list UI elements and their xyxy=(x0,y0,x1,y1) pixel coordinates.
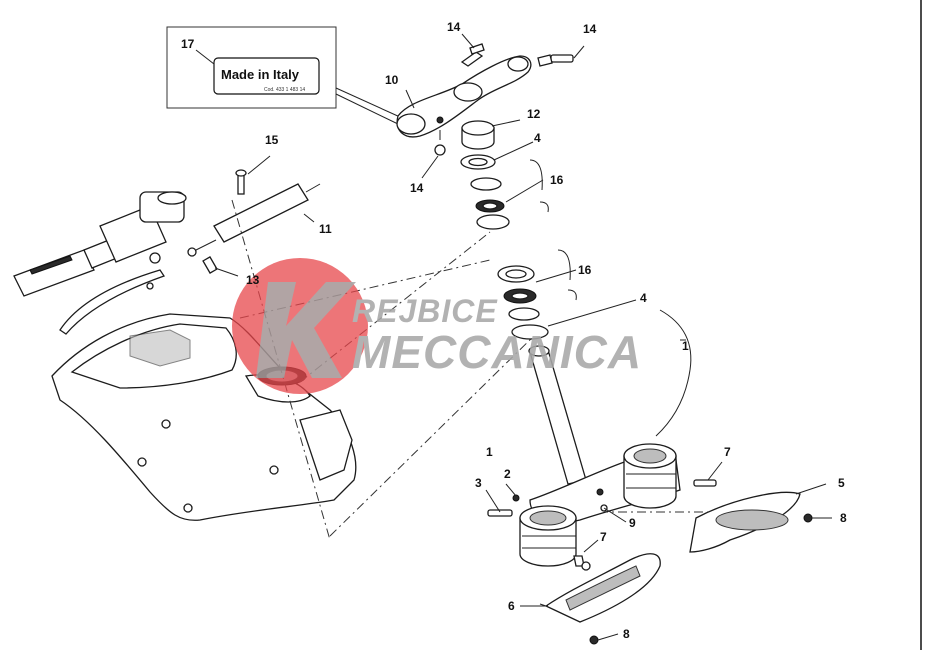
steering-stem xyxy=(528,309,692,485)
callout-15: 15 xyxy=(265,133,279,147)
callout-8-bottom: 8 xyxy=(623,627,630,641)
callout-4-lower: 4 xyxy=(640,291,647,305)
label-plate-group: Made in Italy Cod. 433 1 483 14 xyxy=(166,26,401,125)
callout-7-lower: 7 xyxy=(600,530,607,544)
upper-bearing-stack xyxy=(434,119,549,230)
callout-1-stem: 1 xyxy=(682,339,689,353)
callout-14-lower: 14 xyxy=(410,181,424,195)
callout-13: 13 xyxy=(246,273,260,287)
callout-9: 9 xyxy=(629,516,636,530)
callout-16-lower: 16 xyxy=(578,263,592,277)
callout-2: 2 xyxy=(504,467,511,481)
watermark-k-mark xyxy=(256,282,356,378)
callout-16-upper: 16 xyxy=(550,173,564,187)
label-plate-text: Made in Italy xyxy=(221,67,300,82)
callout-17: 17 xyxy=(181,37,195,51)
callout-8-right: 8 xyxy=(840,511,847,525)
watermark-line2: MECCANICA xyxy=(352,326,642,378)
callout-12: 12 xyxy=(527,107,541,121)
callout-5: 5 xyxy=(838,476,845,490)
callout-1-clamp: 1 xyxy=(486,445,493,459)
callout-11: 11 xyxy=(319,222,332,236)
callout-14-top: 14 xyxy=(447,20,461,34)
watermark-logo: REJBICE MECCANICA xyxy=(232,258,642,394)
steering-damper xyxy=(187,169,321,277)
callout-14-right: 14 xyxy=(583,22,597,36)
leader-lines xyxy=(247,33,832,641)
top-triple-clamp xyxy=(396,43,585,138)
bottom-triple-clamp xyxy=(487,443,717,567)
watermark-line1: REJBICE xyxy=(352,293,498,329)
label-plate-code: Cod. 433 1 483 14 xyxy=(264,87,305,93)
callout-10: 10 xyxy=(385,73,399,87)
lower-bearing-stack xyxy=(497,249,637,340)
headlight-brackets xyxy=(539,491,813,645)
callout-7-right: 7 xyxy=(724,445,731,459)
callout-6: 6 xyxy=(508,599,515,613)
callout-3: 3 xyxy=(475,476,482,490)
handlebar-assembly xyxy=(13,191,187,335)
callout-labels: 17 14 14 10 12 4 14 16 15 11 13 16 4 1 1… xyxy=(181,20,847,641)
callout-4-upper: 4 xyxy=(534,131,541,145)
label-plate xyxy=(213,57,320,95)
